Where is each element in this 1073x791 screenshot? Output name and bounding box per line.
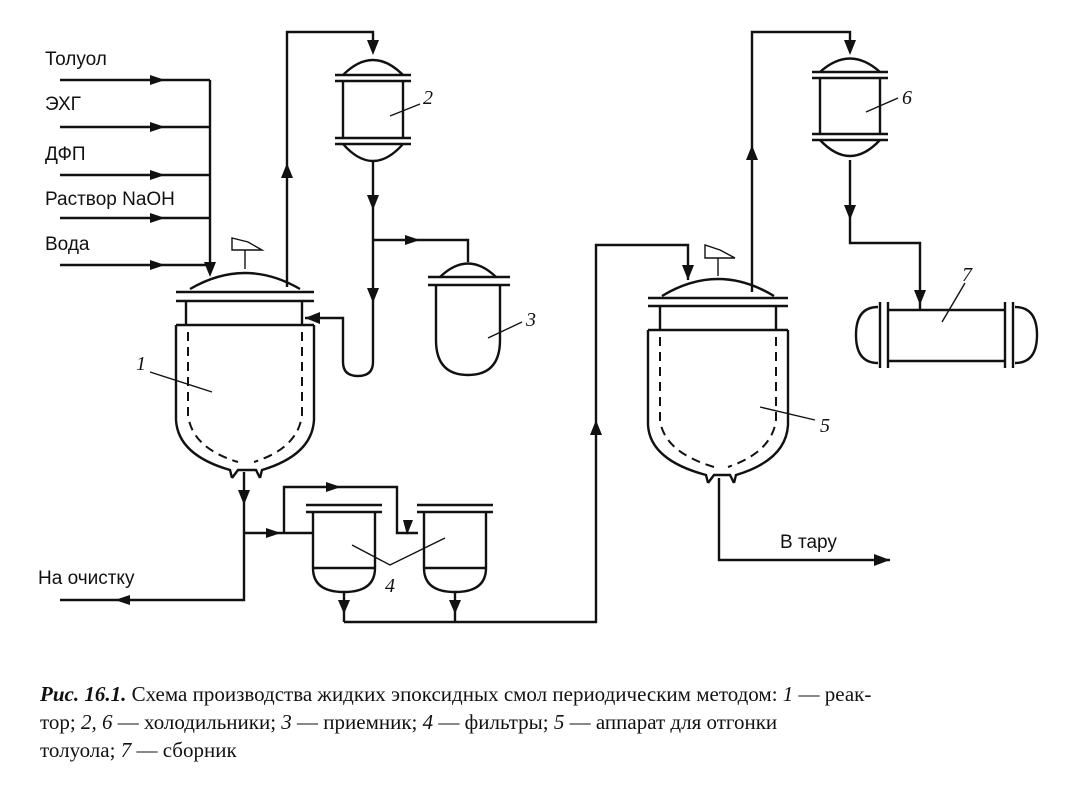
caption-num-4: 4 bbox=[422, 710, 434, 734]
still-5-number: 5 bbox=[820, 415, 830, 437]
figure-caption: Рис. 16.1. Схема производства жидких эпо… bbox=[40, 680, 1045, 764]
caption-num-3: 3 bbox=[281, 710, 292, 734]
caption-text-1: Схема производства жидких эпоксидных смо… bbox=[131, 682, 778, 706]
reactor-outlet-lines: На очистку bbox=[38, 472, 418, 605]
cooler-6-number: 6 bbox=[902, 87, 912, 109]
still-5: 5 В тару bbox=[646, 244, 890, 566]
outlet-container-label: В тару bbox=[780, 532, 837, 553]
input-toluene-label: Толуол bbox=[45, 49, 107, 70]
filters-4: 4 bbox=[306, 243, 694, 624]
caption-text-6: — фильтры; bbox=[438, 710, 549, 734]
caption-num-1: 1 bbox=[782, 682, 794, 706]
caption-text-9: — сборник bbox=[136, 738, 237, 762]
receiver-3-number: 3 bbox=[525, 309, 536, 331]
caption-text-5: — приемник; bbox=[297, 710, 418, 734]
outlet-cleaning-label: На очистку bbox=[38, 568, 135, 589]
process-flow-diagram: Толуол ЭХГ ДФП Раствор NaOH Вода 1 bbox=[38, 30, 1039, 624]
caption-text-3: тор; bbox=[40, 710, 76, 734]
cooler-2-number: 2 bbox=[423, 87, 433, 109]
caption-text-8: толуола; bbox=[40, 738, 116, 762]
caption-num-7: 7 bbox=[120, 738, 132, 762]
caption-text-4: — холодильники; bbox=[117, 710, 277, 734]
collector-7-number: 7 bbox=[962, 264, 973, 286]
caption-text-7: — аппарат для отгонки bbox=[569, 710, 778, 734]
caption-text-2: — реак- bbox=[798, 682, 872, 706]
cooler-2: 2 bbox=[281, 30, 433, 287]
caption-num-5: 5 bbox=[553, 710, 565, 734]
caption-num-2: 2, 6 bbox=[81, 710, 113, 734]
input-ech-label: ЭХГ bbox=[45, 94, 81, 115]
figure-label: Рис. 16.1. bbox=[40, 682, 127, 706]
feed-lines: Толуол ЭХГ ДФП Раствор NaOH Вода bbox=[45, 49, 216, 277]
collector-7: 7 bbox=[854, 264, 1039, 368]
reactor-1: 1 bbox=[136, 237, 316, 479]
reactor-1-number: 1 bbox=[136, 353, 146, 375]
filters-4-number: 4 bbox=[385, 575, 395, 597]
input-water-label: Вода bbox=[45, 234, 90, 255]
cooler-6: 6 bbox=[746, 30, 926, 310]
input-naoh-label: Раствор NaOH bbox=[45, 189, 175, 210]
cooler-2-outlet-lines bbox=[305, 162, 470, 378]
input-dpp-label: ДФП bbox=[45, 144, 86, 165]
receiver-3: 3 bbox=[428, 262, 536, 377]
